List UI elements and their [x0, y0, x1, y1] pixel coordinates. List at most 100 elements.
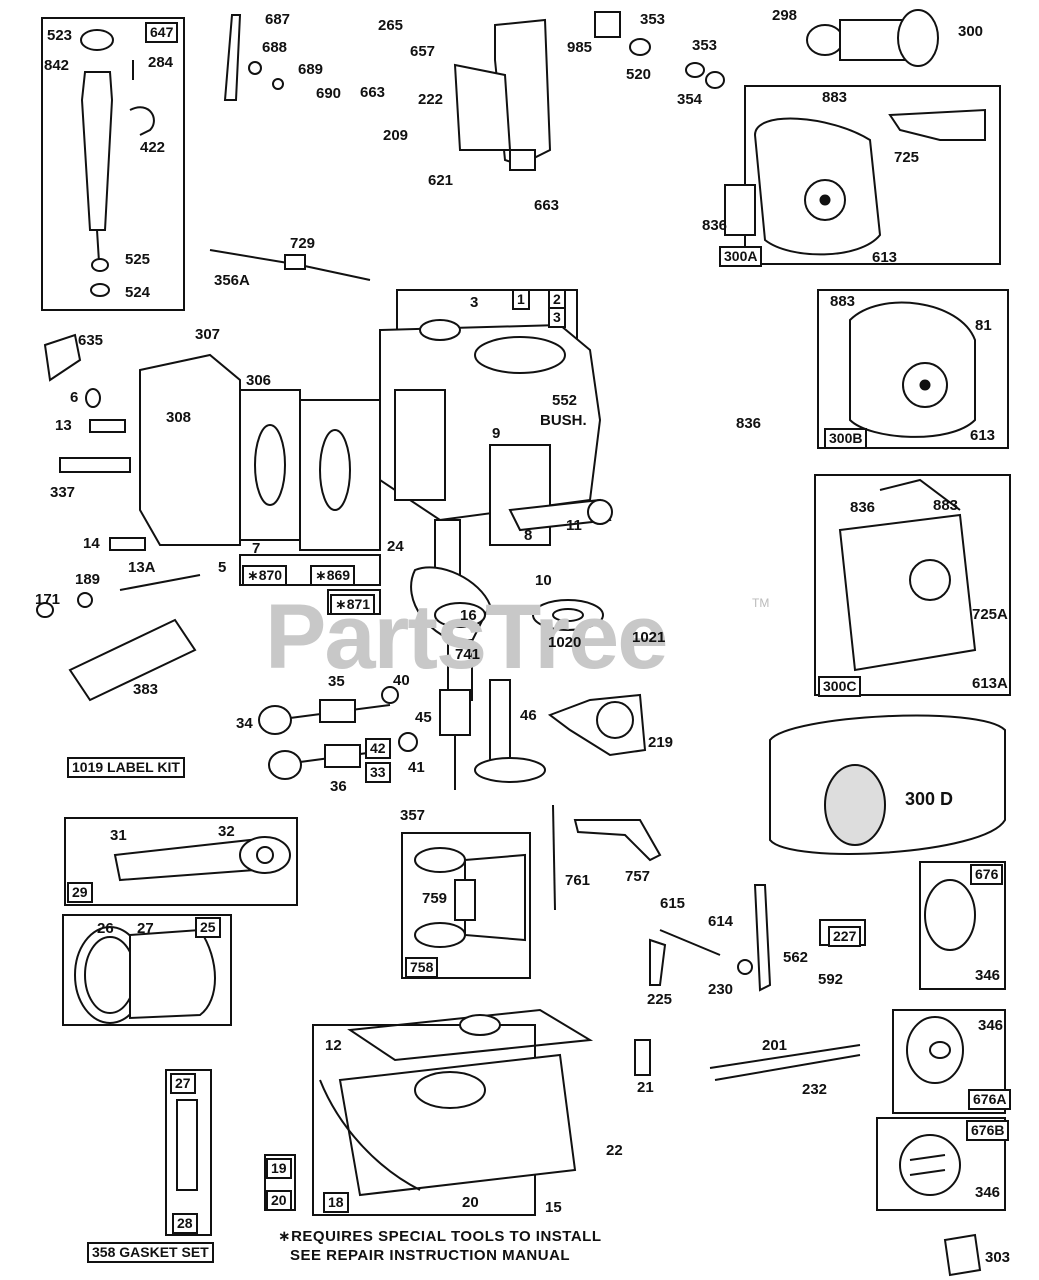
part-29: 29 [67, 882, 93, 904]
part-12: 12 [325, 1037, 342, 1054]
part-356A: 356A [214, 272, 250, 289]
part-3-box: 3 [548, 307, 566, 329]
part-219: 219 [648, 734, 674, 751]
part-13: 13 [55, 417, 72, 434]
part-33: 33 [365, 762, 391, 784]
part-209: 209 [383, 127, 409, 144]
part-1020: 1020 [548, 634, 582, 651]
part-27-a: 27 [137, 920, 154, 937]
part-689: 689 [298, 61, 324, 78]
part-836-a: 836 [702, 217, 728, 234]
part-422: 422 [140, 139, 166, 156]
governor-bracket-drawing [453, 18, 552, 171]
part-300C: 300C [818, 676, 862, 698]
part-42: 42 [365, 738, 391, 760]
part-41: 41 [408, 759, 425, 776]
part-741: 741 [455, 646, 481, 663]
part-346-c: 346 [975, 1184, 1001, 1201]
part-883-c: 883 [933, 497, 959, 514]
spark-plug-wire-drawing [209, 249, 371, 281]
part-985: 985 [567, 39, 593, 56]
muffler-300D-drawing [769, 714, 1006, 855]
part-24: 24 [387, 538, 404, 555]
watermark: PartsTree [265, 586, 668, 688]
part-189: 189 [75, 571, 101, 588]
part-613-a: 613 [872, 249, 898, 266]
watermark-tm: TM [752, 596, 770, 610]
part-300B: 300B [824, 428, 868, 450]
part-15: 15 [545, 1199, 562, 1216]
part-758: 758 [405, 957, 439, 979]
part-306: 306 [246, 372, 272, 389]
part-647: 647 [145, 22, 179, 44]
part-676: 676 [970, 864, 1004, 886]
part-16: 16 [460, 607, 477, 624]
part-842: 842 [44, 57, 70, 74]
part-8: 8 [524, 527, 533, 544]
part-346-b: 346 [978, 1017, 1004, 1034]
part-676B: 676B [966, 1120, 1010, 1142]
crankshaft-drawing [410, 519, 604, 701]
part-6: 6 [70, 389, 79, 406]
part-883-a: 883 [822, 89, 848, 106]
part-870: ∗870 [242, 565, 288, 587]
part-36: 36 [330, 778, 347, 795]
cylinder-block-drawing [379, 289, 613, 546]
part-81: 81 [975, 317, 992, 334]
part-525: 525 [125, 251, 151, 268]
label-kit-1019: 1019 LABEL KIT [67, 757, 185, 779]
part-28: 28 [172, 1213, 198, 1235]
part-614: 614 [708, 913, 734, 930]
part-230: 230 [708, 981, 734, 998]
part-20-box: 20 [266, 1190, 292, 1212]
part-552: 552 [552, 392, 578, 409]
part-592: 592 [818, 971, 844, 988]
valves-drawing [258, 686, 418, 780]
part-284: 284 [148, 54, 174, 71]
part-222: 222 [418, 91, 444, 108]
counterweight-drawing [401, 832, 531, 979]
breather-tube-drawing [223, 14, 284, 101]
part-7: 7 [252, 540, 261, 557]
part-337: 337 [50, 484, 76, 501]
part-1: 1 [512, 289, 530, 311]
part-10: 10 [535, 572, 552, 589]
part-265: 265 [378, 17, 404, 34]
part-615: 615 [660, 895, 686, 912]
part-836-b: 836 [736, 415, 762, 432]
dipstick-tube-drawing [41, 17, 185, 311]
part-227: 227 [828, 926, 862, 948]
switch-parts-drawing [594, 11, 725, 89]
part-688: 688 [262, 39, 288, 56]
part-562: 562 [783, 949, 809, 966]
part-31: 31 [110, 827, 127, 844]
part-613A: 613A [972, 675, 1008, 692]
part-22: 22 [606, 1142, 623, 1159]
part-298: 298 [772, 7, 798, 24]
part-5: 5 [218, 559, 227, 576]
part-232: 232 [802, 1081, 828, 1098]
part-27-b: 27 [170, 1073, 196, 1095]
part-1021: 1021 [632, 629, 666, 646]
part-32: 32 [218, 823, 235, 840]
part-45: 45 [415, 709, 432, 726]
elbow-303-drawing [943, 1233, 982, 1277]
part-20: 20 [462, 1194, 479, 1211]
part-300A: 300A [719, 246, 763, 268]
governor-219-drawing [547, 693, 647, 757]
muffler-300A-drawing [724, 85, 1001, 265]
part-300D: 300 D [905, 789, 954, 809]
part-19: 19 [266, 1158, 292, 1180]
part-663-top: 663 [360, 84, 386, 101]
gasket-set-358: 358 GASKET SET [87, 1242, 214, 1264]
part-725: 725 [894, 149, 920, 166]
link-drawing [552, 804, 662, 911]
part-690: 690 [316, 85, 342, 102]
muffler-300C-drawing [814, 474, 1011, 696]
part-303: 303 [985, 1249, 1011, 1266]
part-520: 520 [626, 66, 652, 83]
part-14: 14 [83, 535, 100, 552]
control-rods-drawing [634, 1039, 861, 1081]
part-523: 523 [47, 27, 73, 44]
note-repair-manual: SEE REPAIR INSTRUCTION MANUAL [290, 1247, 571, 1264]
